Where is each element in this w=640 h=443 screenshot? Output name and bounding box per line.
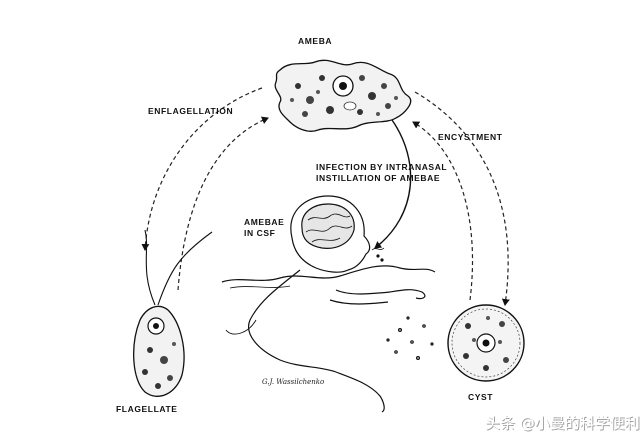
arrow-ameba-to-flagellate [141, 87, 263, 251]
label-infection-line2: INSTILLATION OF AMEBAE [316, 173, 440, 183]
arrow-cyst-to-ameba [412, 121, 474, 301]
label-infection-line1: INFECTION BY INTRANASAL [316, 162, 447, 172]
ameba-illustration [274, 59, 412, 132]
arrow-infection [374, 119, 412, 249]
arrow-ameba-to-cyst [414, 91, 510, 306]
arrow-flagellate-to-ameba [177, 116, 269, 291]
label-ameba: AMEBA [298, 36, 332, 46]
watermark: 头条 @小曼的科学便利店 [485, 414, 640, 432]
label-amebae-csf-line1: AMEBAE [244, 217, 284, 227]
label-flagellate: FLAGELLATE [116, 404, 178, 414]
swimmer-illustration [221, 195, 436, 413]
watermark-shadow: 头条 @小曼的科学便利店 [486, 415, 640, 433]
cyst-illustration [447, 304, 525, 382]
flagellate-illustration [133, 229, 213, 397]
label-enflagellation: ENFLAGELLATION [148, 106, 233, 116]
artist-signature: G.J. Wassilchenko [262, 378, 324, 386]
label-cyst: CYST [468, 392, 493, 402]
label-amebae-csf-line2: IN CSF [244, 228, 275, 238]
label-encystment: ENCYSTMENT [438, 132, 503, 142]
